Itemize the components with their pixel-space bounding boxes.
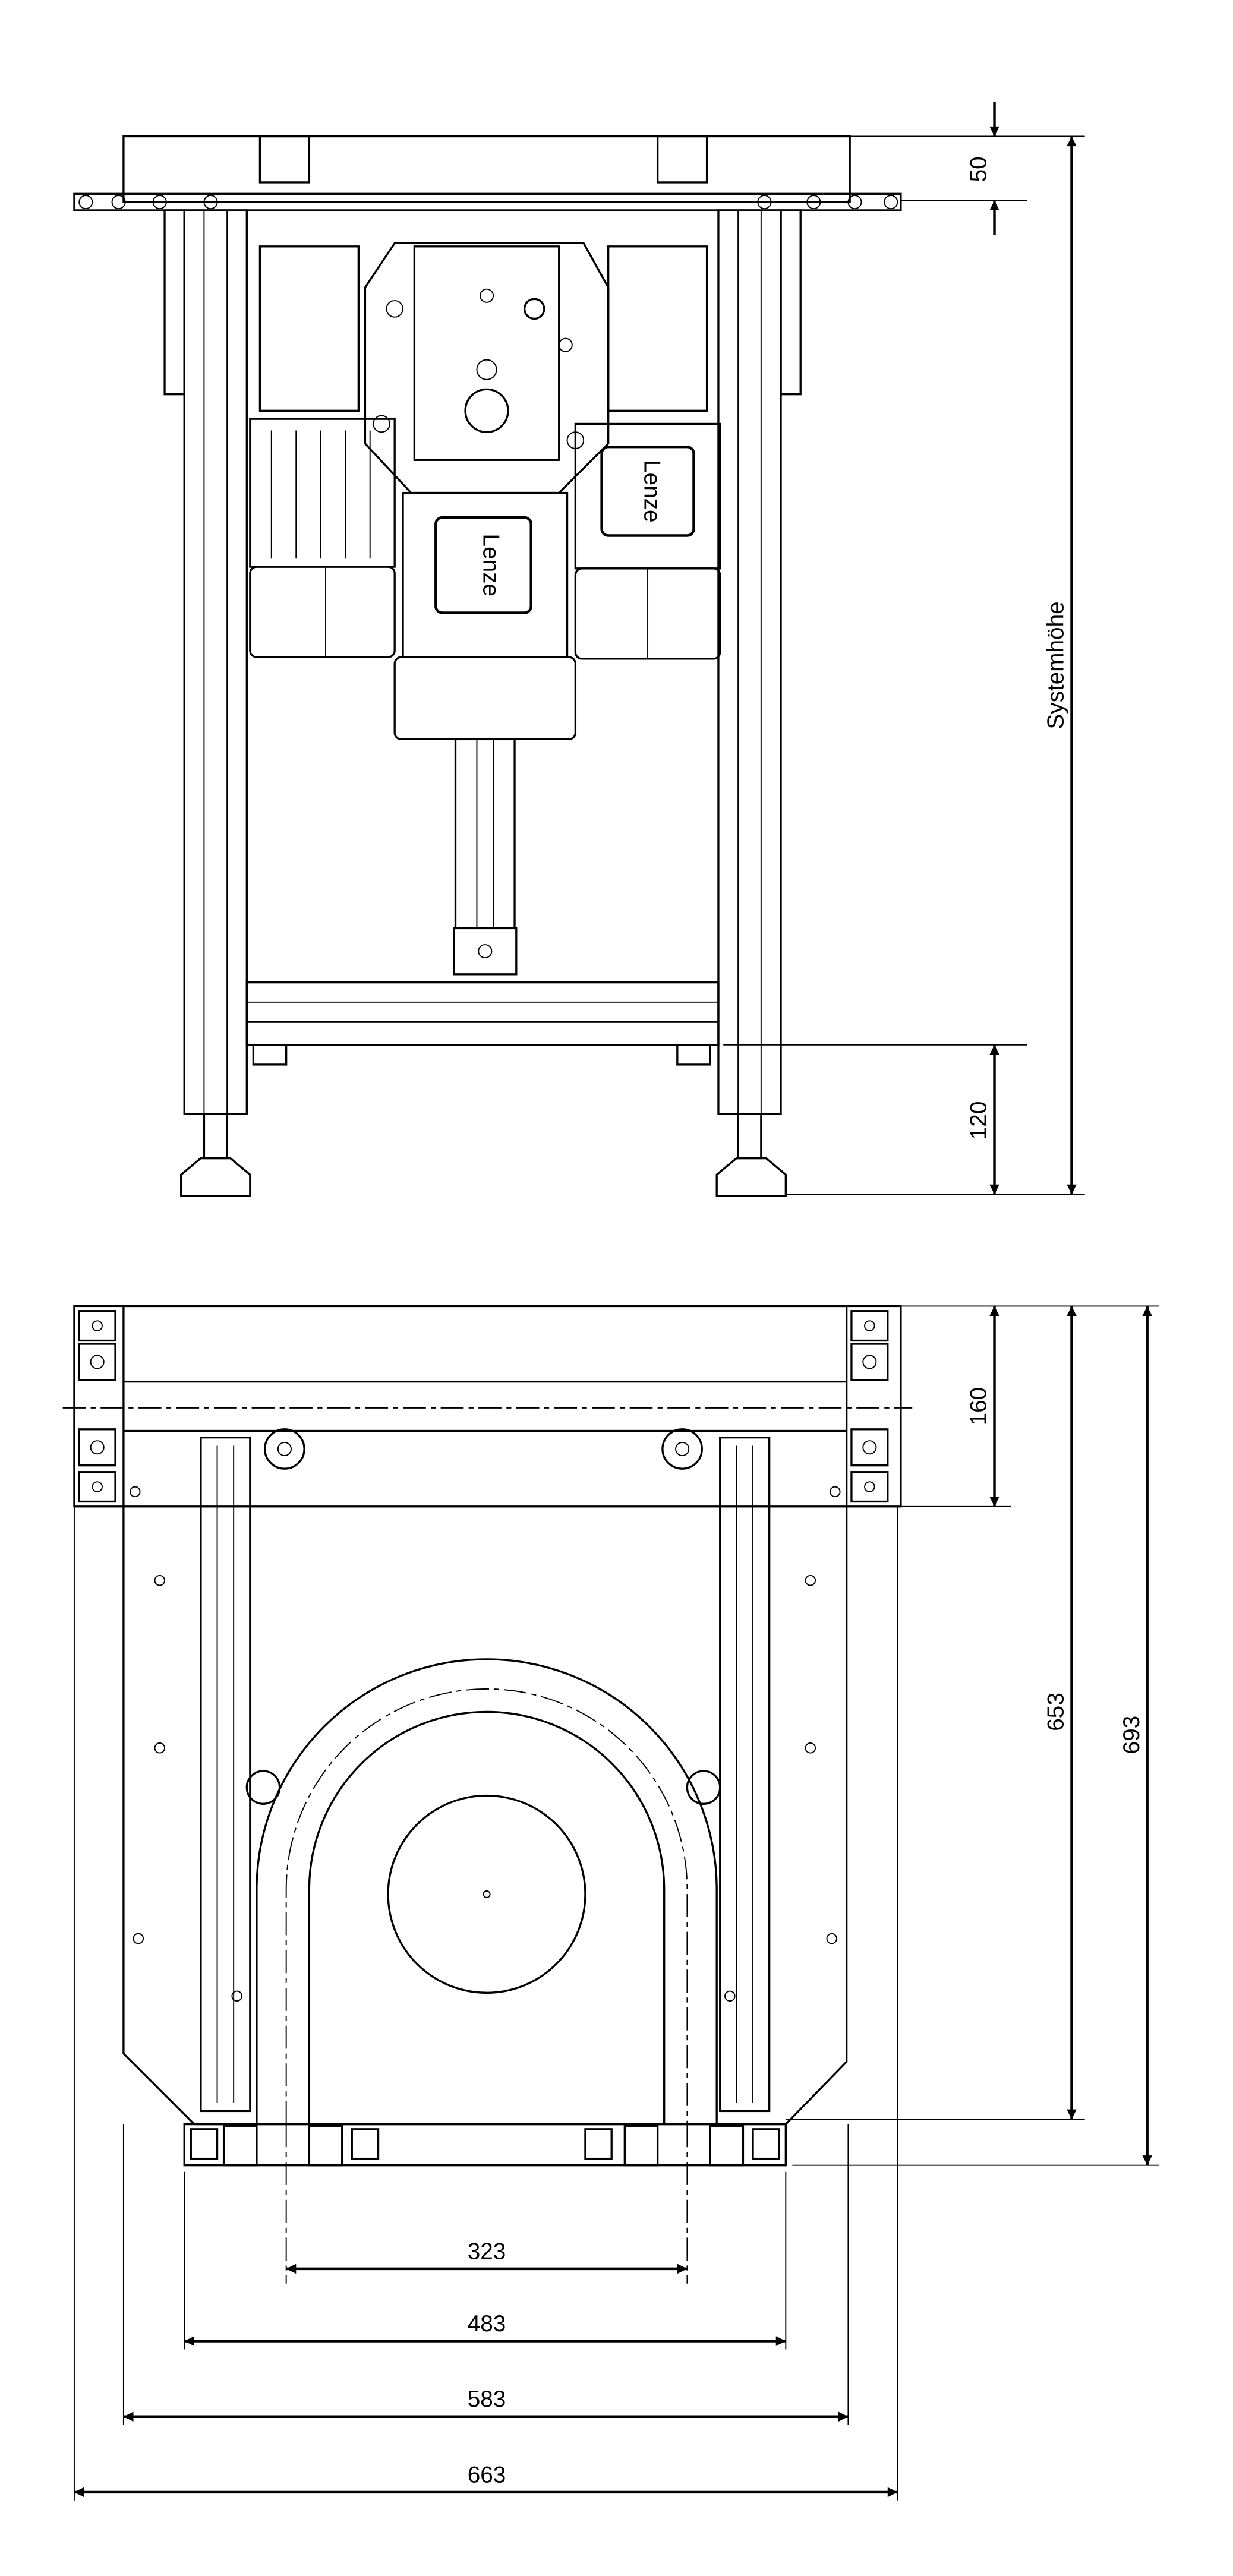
- top-plate: [122, 135, 851, 203]
- dimension-label: Systemhöhe: [1043, 601, 1069, 729]
- dimension-693: 693: [1119, 1306, 1152, 2165]
- foot-right: [715, 1113, 787, 1197]
- motor-brand-label: Lenze: [639, 460, 665, 522]
- dimension-160: 160: [966, 1306, 999, 1507]
- dimension-label: 583: [468, 2386, 506, 2412]
- foot-left: [180, 1113, 251, 1197]
- mounting-flange: [73, 192, 902, 211]
- leg-right: [717, 209, 782, 1115]
- front-view: Lenze Lenze 50 Systemhöhe 120: [73, 102, 1085, 1197]
- motor-right: Lenze: [574, 422, 721, 660]
- dimension-label: 323: [468, 2239, 506, 2264]
- dimension-653: 653: [1043, 1306, 1077, 2120]
- drive-disk: [387, 1794, 586, 1994]
- dimension-label: 160: [966, 1387, 992, 1426]
- side-rails: [200, 1428, 771, 2113]
- dimension-483: 483: [184, 2311, 786, 2346]
- motor-left: [249, 418, 396, 658]
- bracket-right: [656, 135, 708, 184]
- dimension-system-height: Systemhöhe: [1043, 136, 1077, 1195]
- flange-bolts: [78, 195, 898, 210]
- corner-blocks: [78, 1310, 889, 2167]
- dimension-label: 120: [966, 1101, 992, 1140]
- dimension-120: 120: [723, 1044, 1085, 1195]
- dimension-50: 50: [850, 102, 1085, 235]
- dimension-label: 653: [1043, 1693, 1069, 1731]
- motor-brand-label: Lenze: [478, 534, 504, 596]
- dimension-323: 323: [286, 2239, 688, 2274]
- dimension-663: 663: [74, 2462, 898, 2498]
- dimension-label: 483: [468, 2311, 506, 2337]
- base-plate: [122, 1381, 848, 2126]
- dimension-label: 50: [966, 156, 992, 182]
- dimension-label: 663: [468, 2462, 506, 2487]
- leg-left: [183, 209, 248, 1115]
- dimension-label: 693: [1119, 1716, 1144, 1754]
- belt-curve: [256, 1658, 718, 2124]
- plan-view: 160 653 693 323 483 583 663: [62, 1305, 1159, 2501]
- bracket-left: [258, 135, 311, 184]
- motor-center: Lenze: [393, 491, 577, 976]
- dimension-583: 583: [123, 2386, 849, 2422]
- bottom-bar: [183, 2123, 787, 2167]
- gearbox: [364, 242, 610, 494]
- top-frame: [73, 1305, 902, 1508]
- plate-bolts: [130, 1486, 841, 2002]
